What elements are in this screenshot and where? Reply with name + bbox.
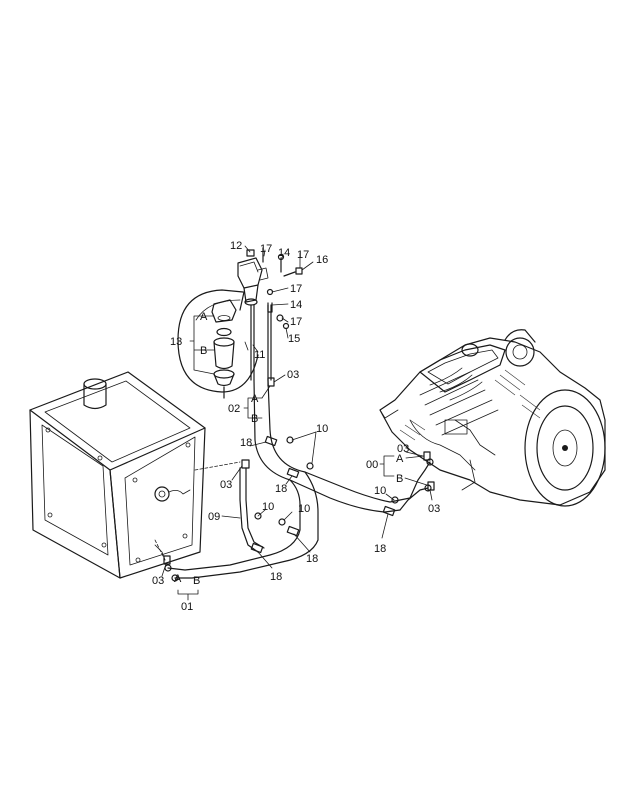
- callout-00-a: A: [396, 453, 404, 465]
- callout-16: 16: [316, 254, 328, 266]
- callout-01-b: B: [193, 575, 200, 587]
- callout-00: 00: [366, 459, 378, 471]
- callout-17: 17: [260, 243, 272, 255]
- callout-17: 17: [290, 283, 302, 295]
- callout-02: 02: [228, 403, 240, 415]
- callout-03: 03: [152, 575, 164, 587]
- callout-18: 18: [240, 437, 252, 449]
- callout-17: 17: [290, 316, 302, 328]
- callout-10: 10: [316, 423, 328, 435]
- callout-01-a: A: [174, 573, 182, 585]
- callout-03: 03: [428, 503, 440, 515]
- callout-10: 10: [262, 501, 274, 513]
- engine: [379, 329, 606, 507]
- callout-03: 03: [220, 479, 232, 491]
- callout-10: 10: [374, 485, 386, 497]
- leader-lines: [161, 245, 433, 601]
- callout-09: 09: [208, 511, 220, 523]
- fuel-hoses: [154, 377, 435, 582]
- callout-11: 11: [254, 349, 265, 361]
- callout-18: 18: [374, 543, 386, 555]
- callout-17: 17: [297, 249, 309, 261]
- callout-14: 14: [278, 247, 290, 259]
- callout-00-b: B: [396, 473, 403, 485]
- fuel-tank: [29, 371, 206, 579]
- filter-detail-bubble: [177, 289, 259, 399]
- callout-02-a: A: [251, 393, 259, 405]
- callout-labels: 12 17 14 17 16 17 14 17 15 13 A B 11 03 …: [152, 240, 440, 613]
- callout-18: 18: [306, 553, 318, 565]
- callout-13-a: A: [200, 311, 208, 323]
- callout-18: 18: [270, 571, 282, 583]
- callout-14: 14: [290, 299, 302, 311]
- callout-10: 10: [298, 503, 310, 515]
- callout-15: 15: [288, 333, 300, 345]
- callout-03: 03: [397, 443, 409, 455]
- callout-13: 13: [170, 336, 182, 348]
- callout-01: 01: [181, 601, 193, 613]
- callout-12: 12: [230, 240, 242, 252]
- callout-03: 03: [287, 369, 299, 381]
- fuel-filter-assembly: [237, 247, 303, 381]
- callout-02-b: B: [251, 413, 258, 425]
- callout-13-b: B: [200, 345, 207, 357]
- callout-18: 18: [275, 483, 287, 495]
